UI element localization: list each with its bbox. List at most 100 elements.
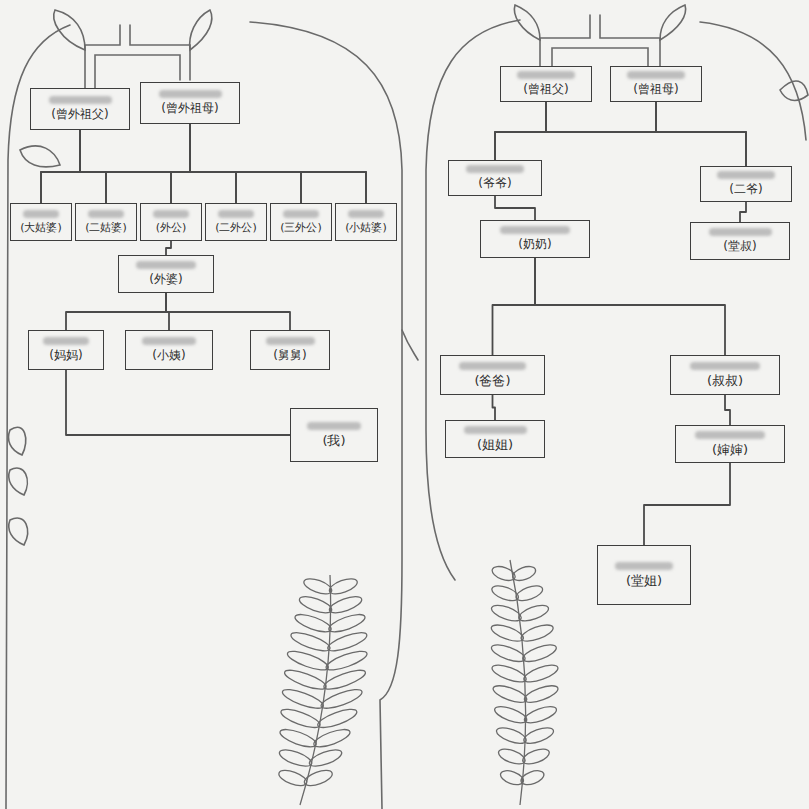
relation-label: (奶奶): [518, 237, 551, 251]
relation-label: (二姑婆): [85, 221, 127, 234]
blurred-name: [690, 362, 760, 370]
blurred-name: [459, 362, 526, 370]
person-box: (爸爸): [440, 355, 545, 395]
blurred-name: [153, 210, 189, 218]
leaf: [9, 427, 26, 455]
branch: [540, 15, 660, 68]
relation-label: (堂叔): [723, 239, 756, 253]
blurred-name: [466, 165, 525, 173]
leaf: [20, 146, 60, 167]
blurred-name: [717, 171, 774, 179]
family-line: [80, 130, 366, 203]
blurred-name: [159, 90, 222, 98]
family-line: [535, 258, 725, 355]
person-box: (二爷): [700, 166, 792, 202]
leaf: [54, 10, 85, 50]
relation-label: (曾祖父): [523, 82, 568, 96]
leaf: [9, 468, 28, 495]
relation-label: (婶婶): [712, 442, 748, 458]
relation-label: (我): [322, 433, 345, 449]
fern-drawing: [277, 575, 369, 805]
blurred-name: [49, 96, 112, 104]
relation-label: (妈妈): [49, 348, 82, 362]
blurred-name: [23, 210, 59, 218]
blurred-name: [266, 337, 315, 345]
family-line: [166, 293, 290, 330]
person-box: (外婆): [118, 255, 214, 293]
branch: [552, 48, 648, 68]
person-box: (姐姐): [445, 420, 545, 458]
relation-label: (小姨): [152, 348, 185, 362]
relation-label: (舅舅): [273, 348, 306, 362]
relation-label: (大姑婆): [20, 221, 62, 234]
blurred-name: [627, 71, 684, 79]
tree-outline: [250, 22, 402, 809]
leaf: [780, 81, 808, 101]
family-line: [493, 258, 536, 355]
family-line: [725, 395, 730, 425]
family-line: [106, 124, 190, 203]
relation-label: (爸爸): [474, 373, 510, 389]
person-box: (爷爷): [448, 160, 542, 196]
relation-label: (爷爷): [478, 176, 511, 190]
relation-label: (曾祖母): [633, 82, 678, 96]
relation-label: (小姑婆): [345, 221, 387, 234]
relation-label: (外婆): [149, 272, 182, 286]
relation-label: (曾外祖父): [51, 107, 108, 121]
family-line: [495, 102, 546, 160]
family-line: [80, 130, 236, 203]
blurred-name: [142, 337, 197, 345]
family-line: [166, 241, 171, 255]
family-line: [41, 124, 190, 203]
person-box: (外公): [140, 203, 202, 241]
person-box: (小姑婆): [335, 203, 397, 241]
person-box: (我): [290, 408, 378, 462]
blurred-name: [709, 228, 772, 236]
family-line: [171, 124, 190, 203]
blurred-name: [307, 422, 362, 430]
family-line: [740, 202, 746, 222]
person-box: (曾祖母): [610, 66, 702, 102]
person-box: (二外公): [205, 203, 267, 241]
family-line: [493, 395, 496, 420]
person-box: (三外公): [270, 203, 332, 241]
blurred-name: [464, 426, 527, 434]
fern-drawing: [489, 560, 559, 805]
relation-label: (姐姐): [477, 437, 513, 453]
family-line: [41, 130, 80, 203]
person-box: (曾祖父): [500, 66, 592, 102]
relation-label: (二外公): [215, 221, 257, 234]
person-box: (奶奶): [480, 220, 590, 258]
family-line: [66, 370, 290, 435]
leaf: [190, 10, 212, 50]
family-line: [80, 130, 171, 203]
relation-label: (叔叔): [707, 373, 743, 389]
leaf: [9, 518, 28, 545]
person-box: (大姑婆): [10, 203, 72, 241]
tree-outline: [426, 20, 520, 580]
person-box: (叔叔): [670, 355, 780, 395]
blurred-name: [218, 210, 254, 218]
blurred-name: [348, 210, 384, 218]
family-line: [190, 124, 301, 203]
blurred-name: [136, 261, 196, 269]
family-line: [80, 130, 106, 203]
blurred-name: [283, 210, 319, 218]
blurred-name: [500, 226, 570, 234]
person-box: (婶婶): [675, 425, 785, 463]
family-line: [644, 463, 730, 545]
family-line: [656, 102, 746, 166]
person-box: (小姨): [125, 330, 213, 370]
relation-label: (二爷): [729, 182, 762, 196]
leaf: [660, 5, 686, 40]
family-line: [190, 124, 366, 203]
tree-outline: [402, 330, 418, 360]
family-line: [495, 102, 656, 160]
blurred-name: [517, 71, 574, 79]
blurred-name: [695, 431, 765, 439]
family-line: [495, 196, 535, 220]
tree-outline: [6, 25, 70, 809]
tree-outline: [700, 22, 806, 140]
person-box: (曾外祖母): [140, 82, 240, 124]
